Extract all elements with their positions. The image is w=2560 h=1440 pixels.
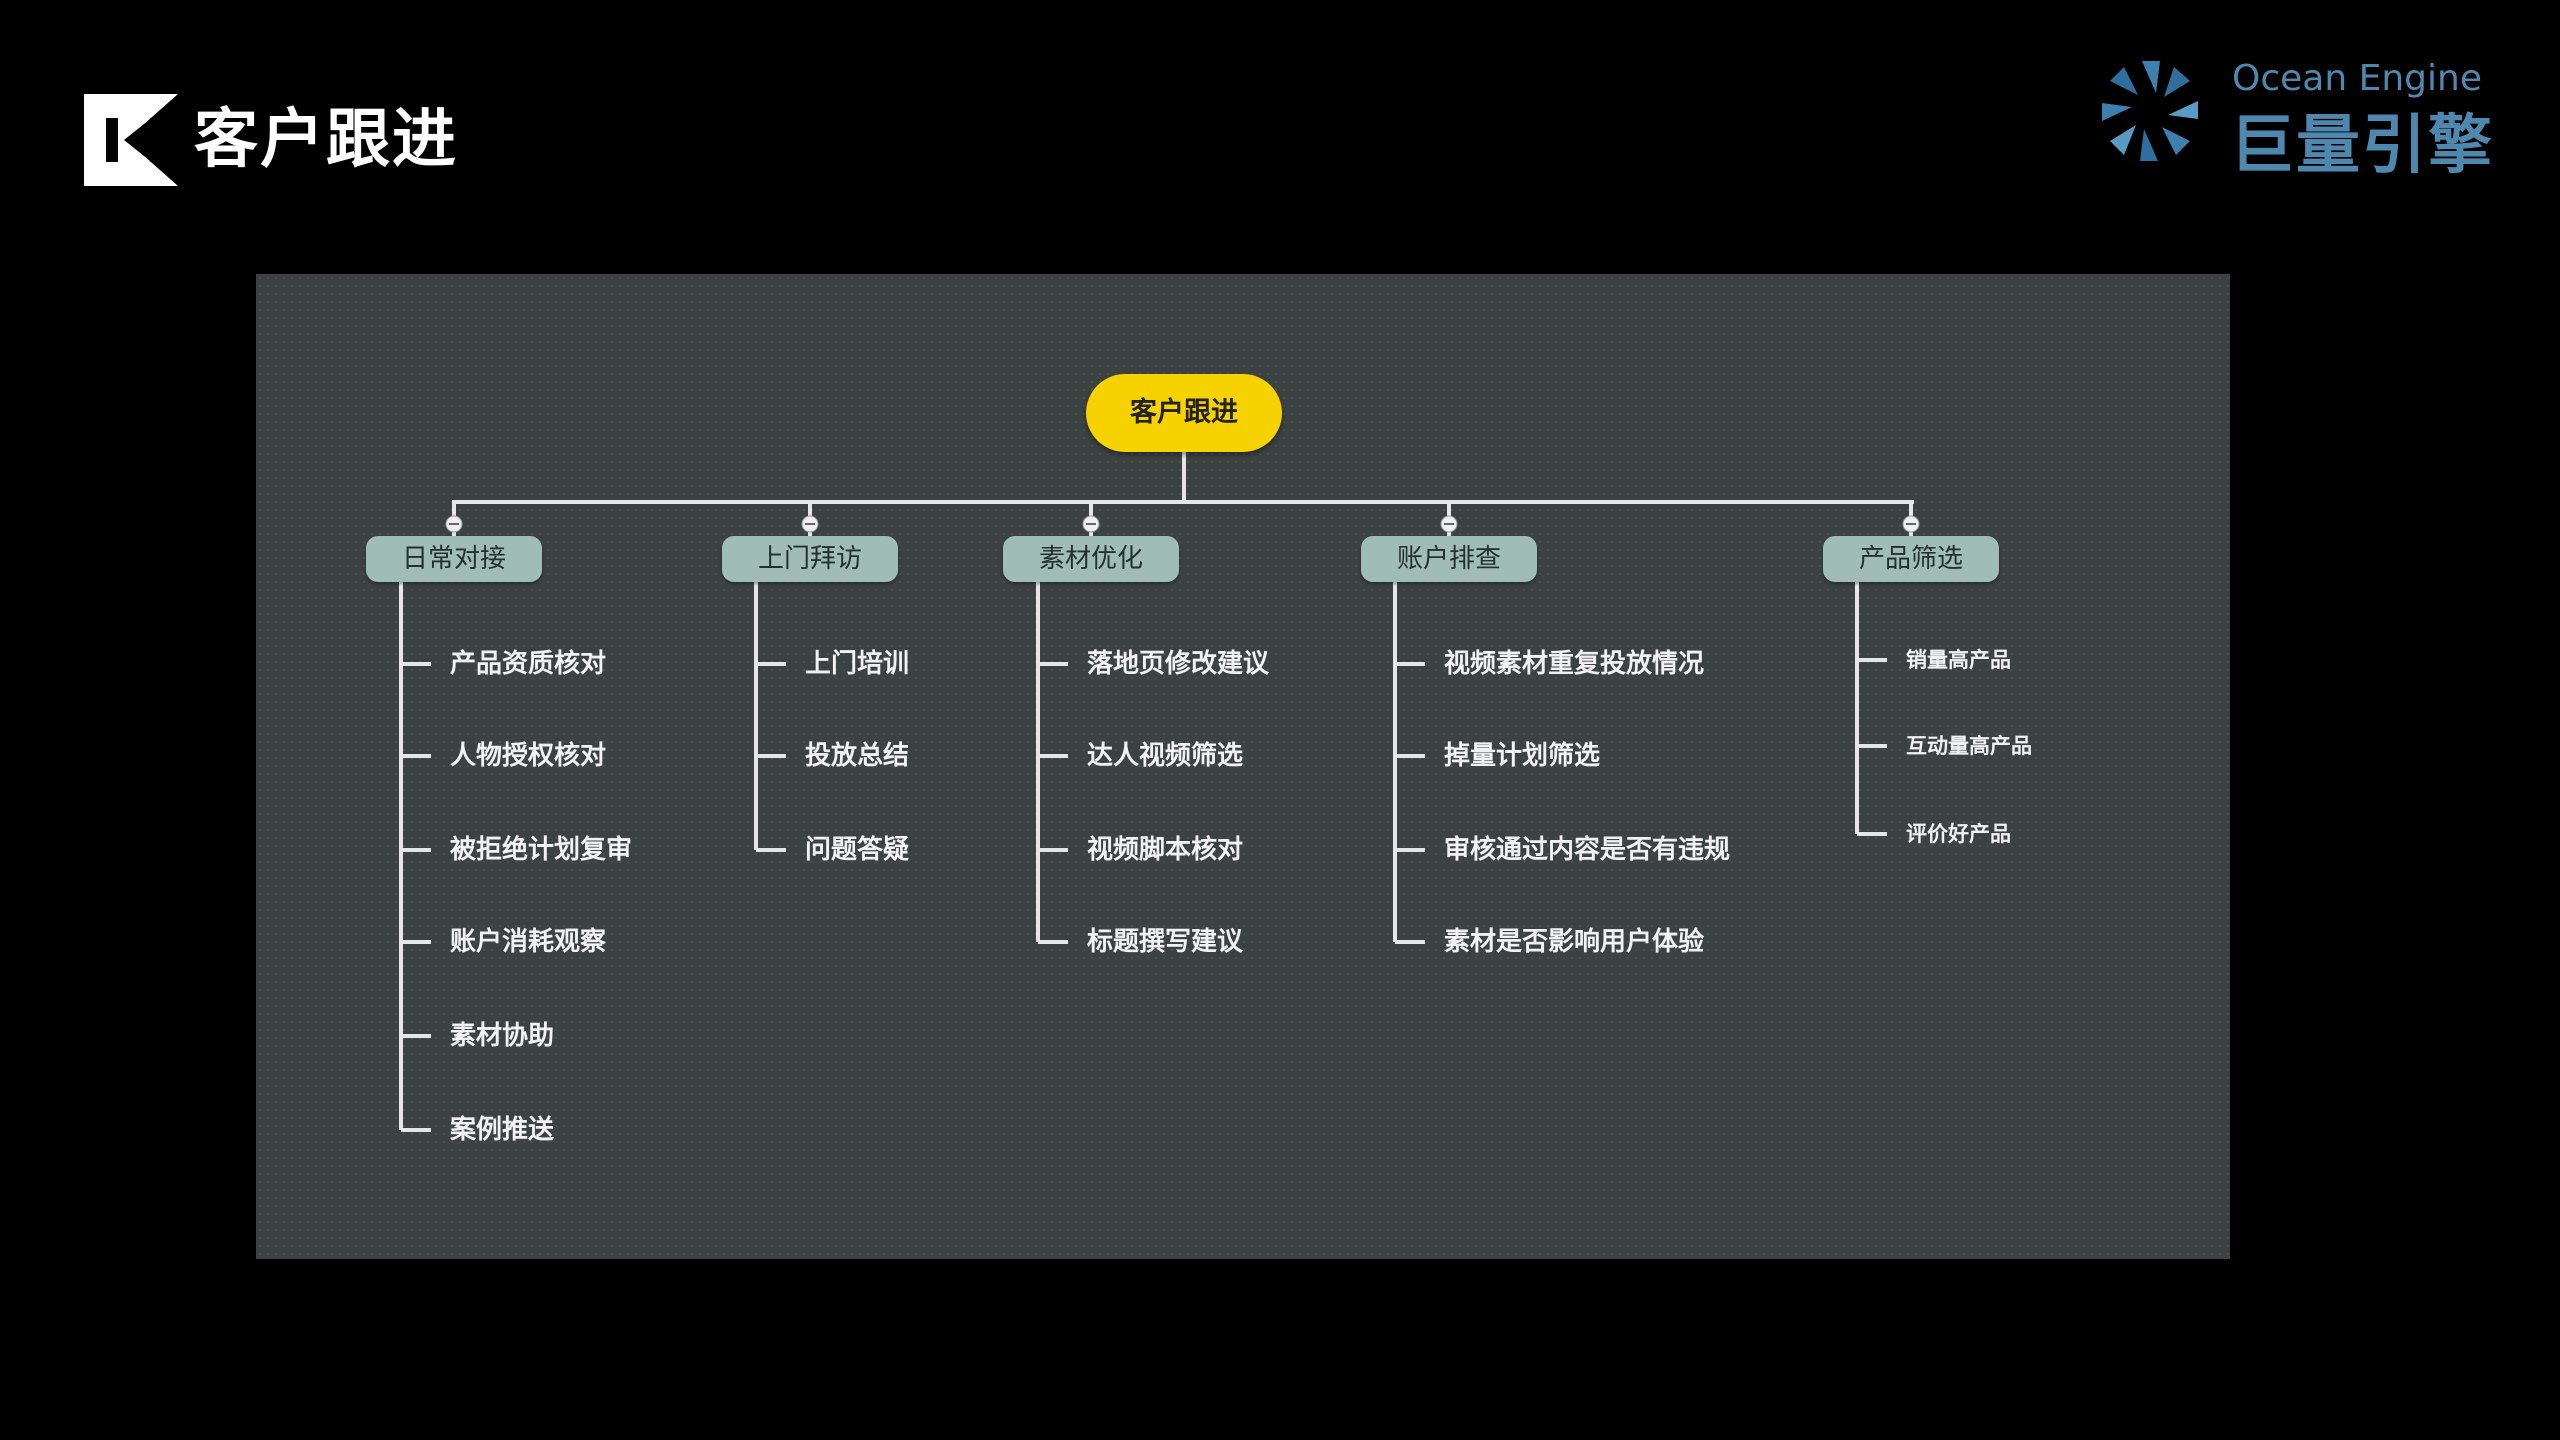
- leaf-node[interactable]: 案例推送: [450, 1115, 555, 1145]
- mindmap-canvas: 客户跟进 日常对接 上门拜访 素材优化 账户排查 产品筛选 产品资质核对 人物授…: [256, 274, 2230, 1259]
- leaf-node[interactable]: 互动量高产品: [1906, 734, 2032, 758]
- leaf-node[interactable]: 销量高产品: [1906, 648, 2011, 672]
- leaf-node[interactable]: 上门培训: [805, 649, 910, 679]
- leaf-node[interactable]: 被拒绝计划复审: [450, 835, 633, 865]
- branch-node-visit[interactable]: 上门拜访: [722, 536, 898, 582]
- page-title: 客户跟进: [194, 103, 458, 177]
- brand-chinese-name: 巨量引擎: [2230, 109, 2494, 183]
- ocean-engine-icon: [2102, 61, 2198, 161]
- leaf-node[interactable]: 账户消耗观察: [450, 927, 607, 957]
- brand-english-name: Ocean Engine: [2232, 58, 2482, 99]
- leaf-node[interactable]: 人物授权核对: [450, 741, 607, 771]
- mindmap-root-node[interactable]: 客户跟进: [1086, 374, 1282, 452]
- leaf-node[interactable]: 达人视频筛选: [1087, 741, 1244, 771]
- leaf-node[interactable]: 素材是否影响用户体验: [1444, 927, 1705, 957]
- leaf-node[interactable]: 标题撰写建议: [1087, 927, 1244, 957]
- leaf-node[interactable]: 视频素材重复投放情况: [1444, 649, 1705, 679]
- leaf-node[interactable]: 审核通过内容是否有违规: [1444, 835, 1731, 865]
- leaf-node[interactable]: 落地页修改建议: [1087, 649, 1270, 679]
- branch-node-material[interactable]: 素材优化: [1003, 536, 1179, 582]
- mindmap-connectors: [399, 452, 1920, 1132]
- branch-node-daily[interactable]: 日常对接: [366, 536, 542, 582]
- leaf-node[interactable]: 投放总结: [805, 741, 910, 771]
- leaf-node[interactable]: 视频脚本核对: [1087, 835, 1244, 865]
- leaf-node[interactable]: 评价好产品: [1906, 822, 2011, 846]
- leaf-node[interactable]: 素材协助: [450, 1021, 555, 1051]
- leaf-node[interactable]: 产品资质核对: [450, 649, 607, 679]
- leaf-node[interactable]: 掉量计划筛选: [1444, 741, 1601, 771]
- leaf-node[interactable]: 问题答疑: [805, 835, 910, 865]
- branch-node-product[interactable]: 产品筛选: [1823, 536, 1999, 582]
- brand-logo: Ocean Engine 巨量引擎: [2096, 56, 2496, 183]
- k-logo-icon: [84, 94, 178, 186]
- branch-node-account[interactable]: 账户排查: [1361, 536, 1537, 582]
